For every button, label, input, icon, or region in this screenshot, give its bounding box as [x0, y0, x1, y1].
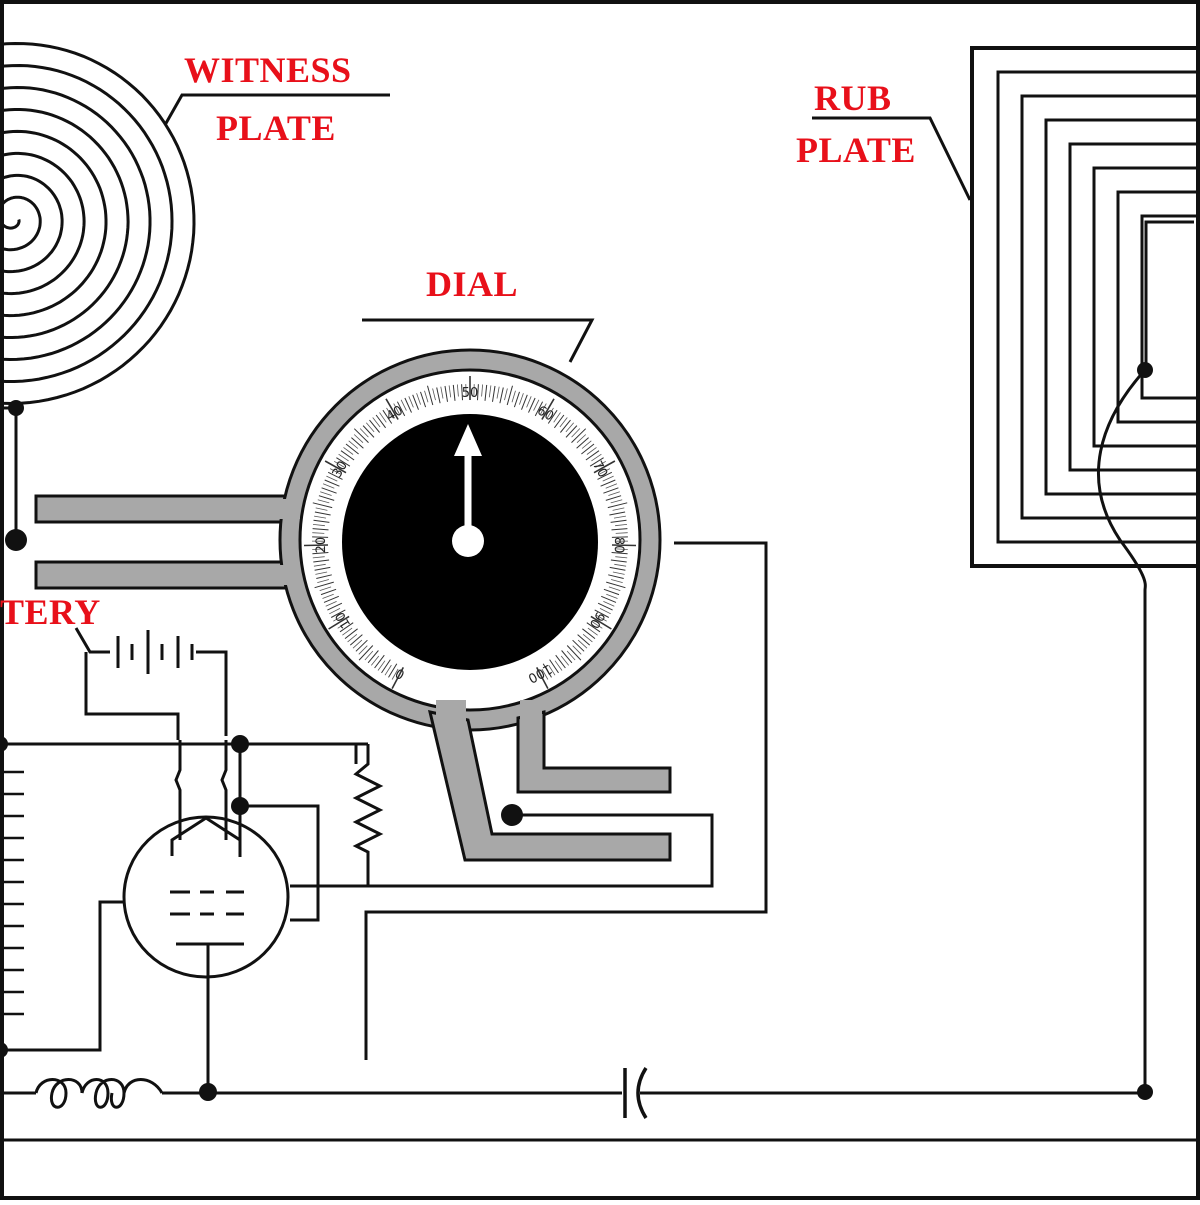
resistor	[356, 744, 380, 886]
rub-plate-inner	[1146, 222, 1194, 370]
rub-plate-label-line2: PLATE	[796, 132, 916, 168]
battery-label-partial: TERY	[0, 594, 101, 630]
dial-number-20: 20	[314, 537, 329, 554]
rub-plate	[972, 48, 1200, 566]
inductor-coil	[36, 1080, 162, 1108]
witness-plate-label-line1: WITNESS	[184, 52, 352, 88]
dial-number-80: 80	[611, 537, 626, 554]
witness-plate	[0, 44, 194, 552]
rub-plate-outer	[972, 48, 1200, 566]
battery-symbol	[76, 628, 226, 740]
rub-plate-label-line1: RUB	[814, 80, 892, 116]
rub-plate-loop	[1022, 96, 1200, 518]
dial-label: DIAL	[426, 266, 518, 302]
witness-plate-label-line2: PLATE	[216, 110, 336, 146]
vacuum-tube	[0, 740, 288, 1092]
rub-plate-wire	[1098, 370, 1145, 1092]
dial-number-50: 50	[462, 386, 479, 401]
